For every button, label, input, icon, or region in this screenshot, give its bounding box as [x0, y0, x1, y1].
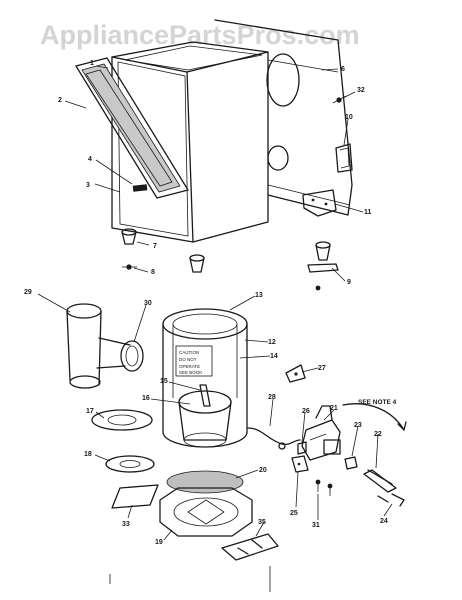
foot-part-9 [307, 241, 339, 291]
svg-text:CAUTION: CAUTION [179, 350, 199, 355]
callout-31: 31 [312, 522, 320, 529]
callout-28: 28 [268, 394, 276, 401]
callout-24: 24 [380, 518, 388, 525]
callout-21: 21 [330, 405, 338, 412]
callout-15: 15 [160, 378, 168, 385]
callout-22: 22 [374, 431, 382, 438]
callout-26: 26 [302, 408, 310, 415]
callout-14: 14 [270, 353, 278, 360]
see-note-label: SEE NOTE 4 [358, 399, 397, 406]
clips-part-24 [377, 493, 405, 507]
callout-16: 16 [142, 395, 150, 402]
callout-4: 4 [88, 156, 92, 163]
callout-27: 27 [318, 365, 326, 372]
svg-text:SEE BOOK: SEE BOOK [179, 370, 202, 375]
collar-part-30 [120, 340, 144, 372]
screw-part-8 [122, 264, 137, 270]
callout-12: 12 [268, 339, 276, 346]
callout-19: 19 [155, 539, 163, 546]
vent-tee-part-29 [66, 303, 131, 389]
callout-2: 2 [58, 97, 62, 104]
callout-18: 18 [84, 451, 92, 458]
burner-part-15 [178, 384, 232, 448]
watermark-text: AppliancePartsPros.com [40, 20, 360, 50]
callout-35: 35 [258, 519, 266, 526]
foot-part-7 [121, 228, 137, 245]
callout-17: 17 [86, 408, 94, 415]
callout-1: 1 [90, 60, 94, 67]
rod-part-22 [363, 469, 397, 493]
see-note-curve [342, 403, 407, 431]
callout-20: 20 [259, 467, 267, 474]
svg-text:OPERATE: OPERATE [179, 364, 200, 369]
drum-part-12: CAUTION DO NOT OPERATE SEE BOOK [162, 308, 248, 448]
bracket-part-25 [291, 455, 309, 473]
fitting-part-26 [297, 441, 307, 455]
bracket-part-11 [302, 189, 337, 217]
callout-11: 11 [364, 209, 372, 216]
callout-3: 3 [86, 182, 90, 189]
plate-part-18 [105, 455, 155, 473]
control-valve-part-21 [301, 405, 341, 461]
screws-part-31 [315, 479, 333, 496]
callout-32: 32 [357, 87, 365, 94]
callout-10: 10 [345, 114, 353, 121]
callout-25: 25 [290, 510, 298, 517]
ring-part-17 [91, 409, 153, 431]
callout-33: 33 [122, 521, 130, 528]
callout-13: 13 [255, 292, 263, 299]
bracket-part-27 [285, 364, 306, 383]
filter-panel [75, 57, 189, 199]
shield-part-35 [221, 533, 279, 561]
thermocouple-part-28 [247, 427, 301, 450]
svg-text:DO NOT: DO NOT [179, 357, 197, 362]
callout-8: 8 [151, 269, 155, 276]
callout-7: 7 [153, 243, 157, 250]
pad-part-33 [111, 484, 159, 509]
foot-unlabeled [189, 254, 205, 273]
callout-30: 30 [144, 300, 152, 307]
callout-6: 6 [341, 66, 345, 73]
disc-part-20 [166, 470, 244, 494]
nut-part-23 [344, 456, 358, 470]
callout-23: 23 [354, 422, 362, 429]
callout-9: 9 [347, 279, 351, 286]
bracket-part-10 [335, 143, 353, 173]
base-pan-part-19 [159, 487, 253, 537]
leader-lines [37, 65, 393, 541]
cabinet [111, 19, 353, 243]
callout-29: 29 [24, 289, 32, 296]
callout-labels: 1 2 3 4 6 7 8 9 10 11 12 13 14 15 16 17 … [24, 60, 397, 546]
